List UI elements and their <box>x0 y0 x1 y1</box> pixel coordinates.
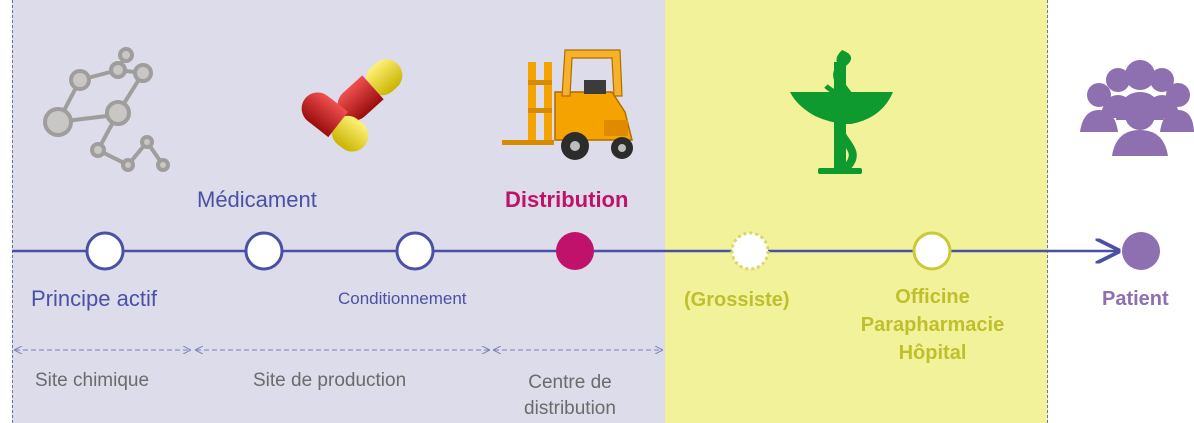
stage-node-distribution <box>556 232 594 270</box>
stage-node-medicament <box>244 231 284 271</box>
centre-distribution-line1: Centre de <box>528 372 612 393</box>
site-production-label: Site de production <box>253 370 407 391</box>
forklift-icon <box>502 49 633 160</box>
stage-node-grossiste <box>730 231 770 271</box>
stage-node-officine <box>912 231 952 271</box>
centre-distribution-line2: distribution <box>524 398 616 419</box>
officine-label: Officine <box>895 286 970 308</box>
hopital-label: Hôpital <box>898 342 967 364</box>
stage-node-principe-actif <box>85 231 125 271</box>
stage-node-conditionnement <box>395 231 435 271</box>
centre-distribution-label: Centre de distribution <box>505 370 635 422</box>
principe-actif-label: Principe actif <box>31 286 157 311</box>
grossiste-label: (Grossiste) <box>684 289 790 311</box>
site-chimique-label: Site chimique <box>35 370 150 391</box>
molecule-icon <box>43 47 170 172</box>
patients-group-icon <box>1080 60 1194 156</box>
capsules-icon <box>301 59 403 152</box>
parapharmacie-label: Parapharmacie <box>860 314 1005 336</box>
distribution-label: Distribution <box>505 187 629 212</box>
pharmacy-zone <box>665 0 1048 423</box>
pharmacy-caduceus-icon <box>790 50 893 174</box>
conditionnement-label: Conditionnement <box>338 289 467 308</box>
medicament-label: Médicament <box>197 187 317 212</box>
stage-node-patient <box>1122 232 1160 270</box>
pharmacy-outlets-labels: Officine Parapharmacie Hôpital <box>855 283 1010 367</box>
patient-label: Patient <box>1102 288 1169 310</box>
